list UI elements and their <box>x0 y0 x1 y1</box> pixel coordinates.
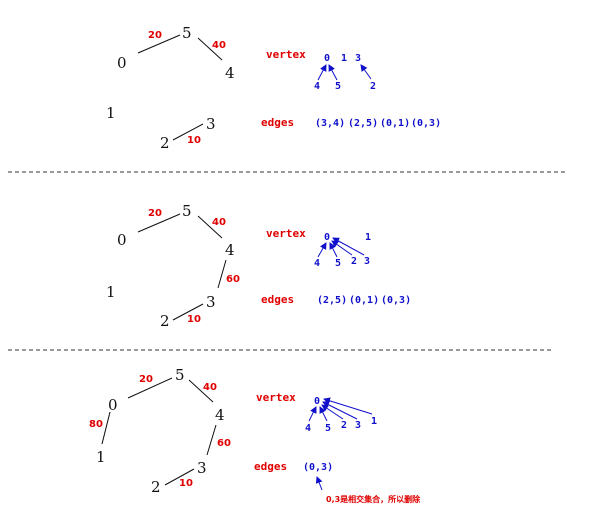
arrow-5-0 <box>319 406 328 422</box>
edge-2-3 <box>164 468 195 486</box>
edge-2-3 <box>172 303 204 321</box>
node-5: 5 <box>175 366 185 384</box>
set-node-1: 1 <box>371 416 377 427</box>
edge-5-4 <box>188 379 214 403</box>
set-node-2: 2 <box>341 420 347 431</box>
edge-item: (0,3) <box>381 295 411 306</box>
node-5: 5 <box>182 24 192 42</box>
arrow-4-0 <box>317 242 327 258</box>
node-0: 0 <box>117 231 127 249</box>
edge-0-5 <box>137 213 181 233</box>
weight-5-4: 40 <box>203 382 217 393</box>
weight-2-3: 10 <box>179 478 193 489</box>
node-0: 0 <box>108 396 118 414</box>
vertex-label: vertex <box>266 227 306 240</box>
arrow-3-0 <box>332 237 365 256</box>
edge-item: (2,5) <box>348 118 378 129</box>
node-1: 1 <box>106 283 116 301</box>
node-4: 4 <box>225 64 235 82</box>
weight-5-4: 40 <box>212 40 226 51</box>
edge-item: (0,3) <box>411 118 441 129</box>
edge-item: (0,1) <box>349 295 379 306</box>
vertex-label: vertex <box>266 48 306 61</box>
node-3: 3 <box>197 459 207 477</box>
weight-2-3: 10 <box>187 314 201 325</box>
vertex-label: vertex <box>256 391 296 404</box>
arrow-3-0 <box>322 401 358 420</box>
weight-0-5: 20 <box>139 374 153 385</box>
set-node-3: 3 <box>355 420 361 431</box>
set-node-1: 1 <box>341 53 347 64</box>
set-node-3: 3 <box>355 53 361 64</box>
arrow-4-0 <box>317 64 327 81</box>
edge-4-3 <box>206 424 217 456</box>
weight-2-3: 10 <box>187 135 201 146</box>
edge-5-4 <box>197 215 223 239</box>
node-5: 5 <box>182 202 192 220</box>
arrow-4-0 <box>308 406 317 422</box>
arrow-5-0 <box>328 64 338 81</box>
set-node-4: 4 <box>305 423 311 434</box>
set-node-5: 5 <box>325 423 331 434</box>
set-node-0: 0 <box>324 53 330 64</box>
edge-item: (0,3) <box>303 462 333 473</box>
edge-item: (2,5) <box>317 295 347 306</box>
node-2: 2 <box>160 134 170 152</box>
weight-4-3: 60 <box>217 438 231 449</box>
edge-0-5 <box>137 34 181 54</box>
node-4: 4 <box>225 241 235 259</box>
weight-0-5: 20 <box>148 208 162 219</box>
set-node-2: 2 <box>370 81 376 92</box>
set-node-1: 1 <box>365 232 371 243</box>
set-node-0: 0 <box>314 396 320 407</box>
edge-2-3 <box>172 123 204 141</box>
set-node-5: 5 <box>335 258 341 269</box>
node-1: 1 <box>106 104 116 122</box>
edges-label: edges <box>254 460 287 473</box>
edge-0-1 <box>101 411 111 445</box>
weight-0-5: 20 <box>148 30 162 41</box>
arrow-1-0 <box>323 397 373 415</box>
set-node-5: 5 <box>335 81 341 92</box>
node-2: 2 <box>151 478 161 496</box>
edge-item: (3,4) <box>315 118 345 129</box>
arrow-2-3 <box>360 64 372 80</box>
edge-item: (0,1) <box>380 118 410 129</box>
panel-1: 0 5 4 1 3 2 20 40 10 vertex edges 0 1 3 … <box>106 24 441 152</box>
node-3: 3 <box>206 115 216 133</box>
note-arrow <box>315 476 323 491</box>
weight-0-1: 80 <box>89 419 103 430</box>
weight-4-3: 60 <box>226 274 240 285</box>
node-4: 4 <box>215 406 225 424</box>
set-node-3: 3 <box>364 256 370 267</box>
edge-4-3 <box>217 259 227 289</box>
edge-0-5 <box>127 377 173 399</box>
node-1: 1 <box>96 448 106 466</box>
set-node-0: 0 <box>324 232 330 243</box>
delete-note: 0,3是相交集合，所以删除 <box>326 494 421 504</box>
node-0: 0 <box>117 54 127 72</box>
panel-3: 0 5 4 1 3 2 20 40 80 60 10 vertex edges … <box>89 366 421 504</box>
set-node-4: 4 <box>314 81 320 92</box>
edges-label: edges <box>261 116 294 129</box>
arrow-5-0 <box>329 242 338 258</box>
node-2: 2 <box>160 312 170 330</box>
node-3: 3 <box>206 293 216 311</box>
set-node-2: 2 <box>351 256 357 267</box>
edges-label: edges <box>261 293 294 306</box>
panel-2: 0 5 4 1 3 2 20 40 60 10 vertex edges 0 1… <box>106 202 411 330</box>
edge-5-4 <box>197 37 223 61</box>
weight-5-4: 40 <box>212 217 226 228</box>
set-node-4: 4 <box>314 258 320 269</box>
